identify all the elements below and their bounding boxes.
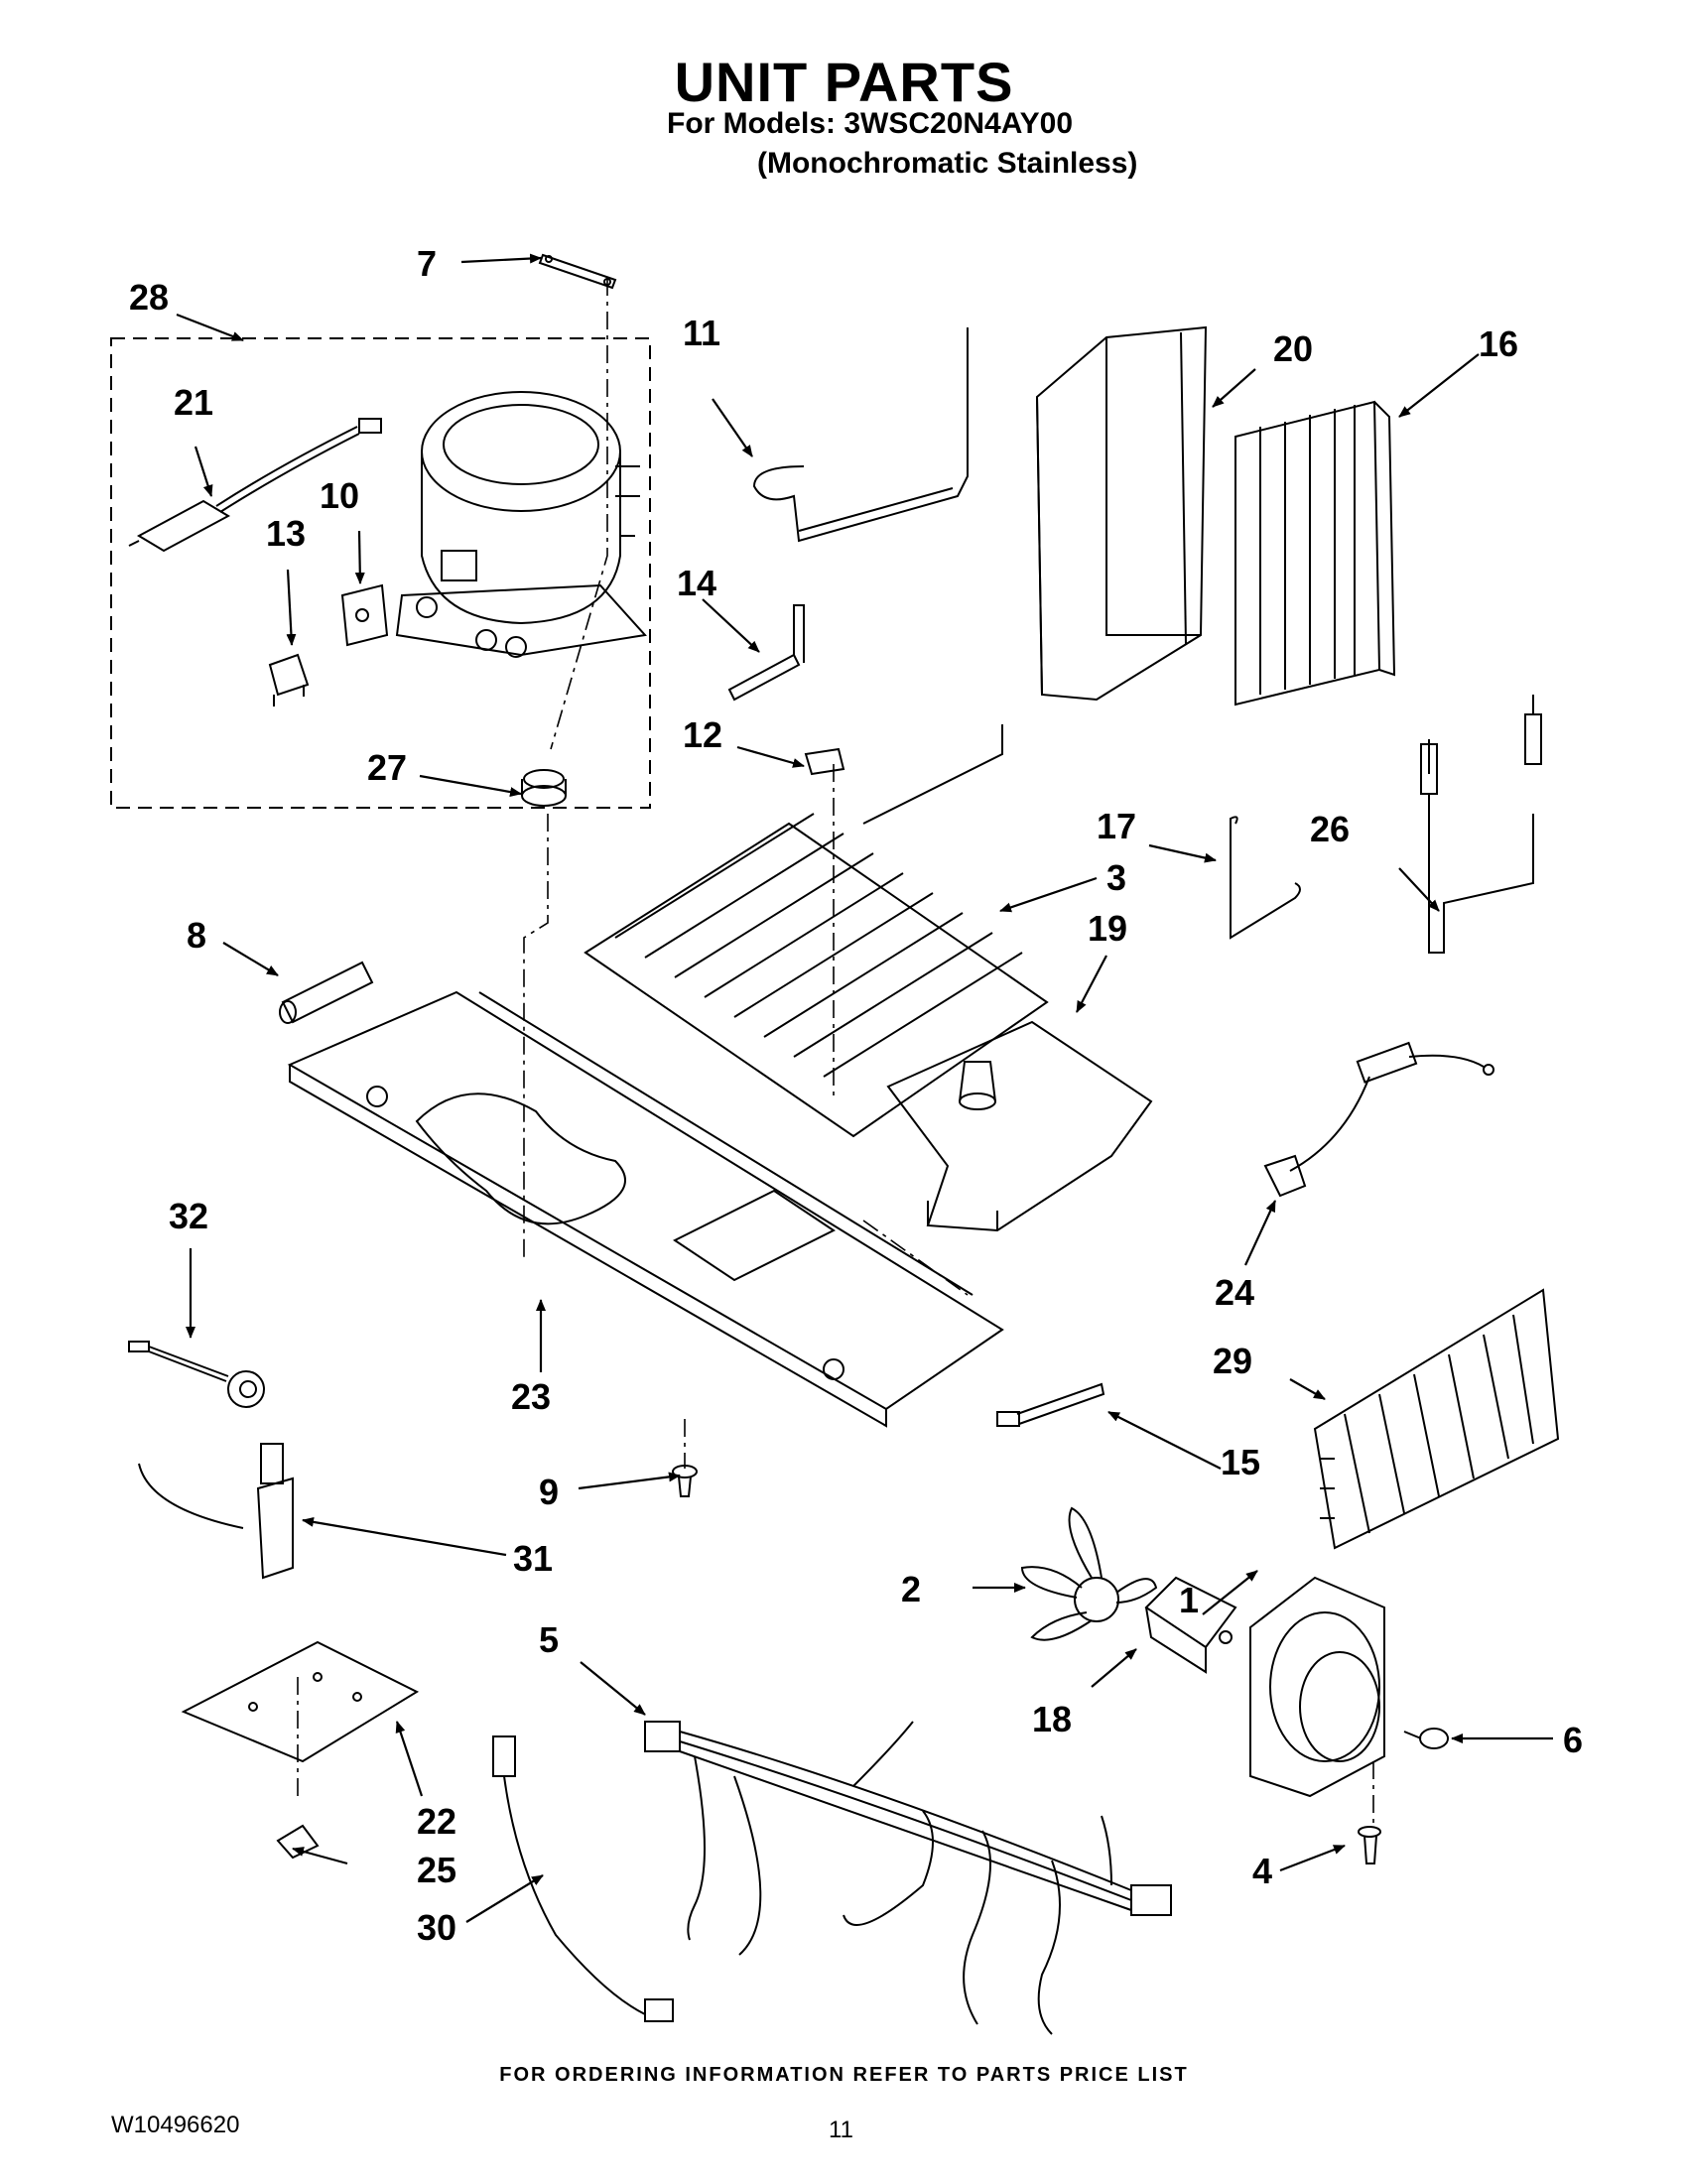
part-25-clip — [276, 1824, 320, 1860]
part-29-condenser — [1313, 1288, 1560, 1550]
callout-2: 2 — [901, 1569, 921, 1609]
page-number: 11 — [829, 2117, 853, 2143]
part-10-relay — [340, 583, 389, 647]
callout-23: 23 — [511, 1376, 551, 1417]
page-title: UNIT PARTS — [674, 51, 1014, 113]
callout-27: 27 — [367, 747, 407, 788]
callout-4: 4 — [1252, 1851, 1272, 1891]
callout-9: 9 — [539, 1472, 559, 1512]
callout-labels: 1 2 3 4 5 6 7 8 9 10 11 12 13 14 15 16 1… — [129, 243, 1583, 1948]
ordering-note: FOR ORDERING INFORMATION REFER TO PARTS … — [499, 2064, 1189, 2086]
finish-subtitle: (Monochromatic Stainless) — [757, 147, 1138, 180]
callout-13: 13 — [266, 513, 306, 554]
callout-12: 12 — [683, 714, 722, 755]
callout-15: 15 — [1221, 1442, 1260, 1482]
part-2-fan-blade — [1020, 1506, 1158, 1641]
part-3-evaporator-coil — [584, 724, 1049, 1138]
part-21-drier — [128, 418, 382, 553]
part-22-cover-plate — [181, 1640, 420, 1763]
center-lines — [297, 278, 1374, 1826]
callout-6: 6 — [1563, 1720, 1583, 1760]
callout-8: 8 — [187, 915, 206, 956]
part-19-drain-pan — [886, 1020, 1153, 1232]
callout-7: 7 — [417, 243, 437, 284]
part-7-strap — [538, 253, 617, 290]
part-32-harness — [128, 1341, 265, 1408]
callout-11: 11 — [683, 313, 720, 353]
part-13-overload-clip — [268, 653, 310, 707]
part-4-screw — [1358, 1826, 1381, 1864]
part-15-cable-tie — [996, 1382, 1105, 1427]
part-23-base-plate — [287, 990, 1004, 1428]
callout-19: 19 — [1088, 908, 1127, 949]
callout-28: 28 — [129, 277, 169, 318]
callout-22: 22 — [417, 1801, 456, 1842]
callout-26: 26 — [1310, 809, 1350, 849]
callout-14: 14 — [677, 563, 716, 603]
part-12-bracket — [804, 747, 845, 776]
part-8-tube — [279, 961, 374, 1024]
part-31-heater — [138, 1443, 294, 1580]
callout-3: 3 — [1106, 857, 1126, 898]
part-9-screw — [672, 1465, 698, 1497]
compressor — [395, 391, 647, 658]
part-20-evaporator-cover — [1035, 325, 1208, 702]
compressor-assembly-box — [110, 337, 651, 809]
part-11-suction-tube — [752, 327, 969, 543]
callout-1: 1 — [1179, 1580, 1199, 1620]
part-17-rod — [1230, 816, 1301, 940]
callout-5: 5 — [539, 1619, 559, 1660]
part-24-power-cord — [1263, 1041, 1494, 1198]
part-14-tube — [727, 604, 805, 702]
callout-20: 20 — [1273, 328, 1313, 369]
document-id: W10496620 — [111, 2112, 240, 2138]
part-18-fan-motor — [1144, 1576, 1237, 1674]
part-27-grommet — [521, 769, 567, 807]
callout-21: 21 — [174, 382, 213, 423]
callout-17: 17 — [1097, 806, 1136, 846]
part-5-wire-harness — [644, 1721, 1172, 2035]
callout-18: 18 — [1032, 1699, 1072, 1739]
part-16-evaporator — [1234, 400, 1396, 707]
callout-16: 16 — [1479, 323, 1518, 364]
model-subtitle: For Models: 3WSC20N4AY00 — [667, 107, 1074, 140]
callout-32: 32 — [169, 1196, 208, 1236]
leader-arrows — [176, 253, 1553, 1923]
callout-31: 31 — [513, 1538, 553, 1579]
callout-10: 10 — [320, 475, 359, 516]
part-30-tube — [492, 1735, 674, 2022]
part-6-screw — [1403, 1728, 1449, 1749]
callout-24: 24 — [1215, 1272, 1254, 1313]
part-1-fan-shroud — [1249, 1576, 1385, 1798]
callout-30: 30 — [417, 1907, 456, 1948]
callout-25: 25 — [417, 1850, 456, 1890]
callout-29: 29 — [1213, 1341, 1252, 1381]
part-26-capillary-tube — [1420, 695, 1542, 954]
